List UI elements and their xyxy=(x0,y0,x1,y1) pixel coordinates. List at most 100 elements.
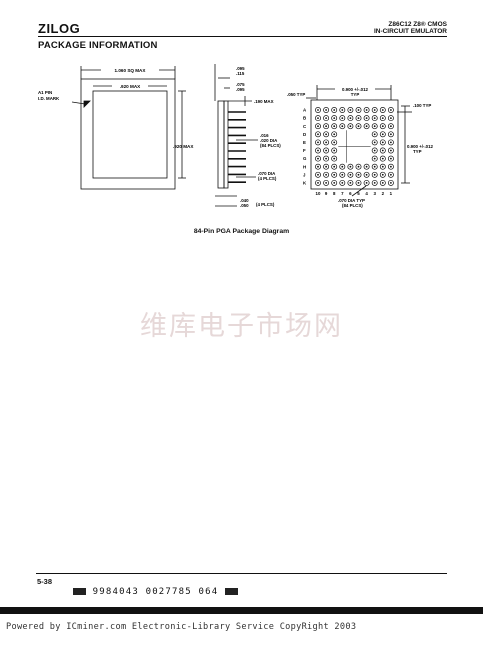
pin xyxy=(379,131,386,138)
row-label: D xyxy=(303,132,306,137)
side-view xyxy=(214,64,258,207)
pin xyxy=(323,163,330,170)
pin xyxy=(347,179,354,186)
pin-center xyxy=(317,117,319,119)
pin xyxy=(371,107,378,113)
pin xyxy=(315,139,321,146)
pin-center xyxy=(325,117,327,119)
bottom-band xyxy=(0,607,483,614)
pin-center xyxy=(325,182,327,184)
package-diagram: 1.060 SQ MAX .920 MAX .920 MAX A1 PIN I.… xyxy=(38,64,434,208)
pin-center xyxy=(390,173,392,176)
pin-center xyxy=(381,117,384,119)
dim-pin3: (84 PLCS) xyxy=(260,143,281,148)
powered-by-text: Powered by ICminer.com Electronic-Librar… xyxy=(6,622,357,632)
watermark-text: 维库电子市场网 xyxy=(140,311,343,342)
row-label: K xyxy=(303,181,307,186)
pin-center xyxy=(349,125,352,128)
pin xyxy=(363,171,370,178)
row-label: E xyxy=(303,140,306,145)
pin xyxy=(339,171,346,178)
pin xyxy=(315,179,321,186)
dim-side-label: .920 MAX xyxy=(173,144,194,149)
pin xyxy=(371,115,378,122)
pin-center xyxy=(325,125,327,128)
pin xyxy=(323,115,330,122)
outer-body xyxy=(80,78,176,190)
pin-center xyxy=(325,141,327,144)
pin xyxy=(387,163,394,170)
pin-center xyxy=(390,133,392,136)
pin xyxy=(371,147,378,154)
pin-center xyxy=(333,117,336,119)
dim-top1: .095 xyxy=(236,66,245,71)
pin-grid xyxy=(315,107,394,186)
pin xyxy=(387,123,394,130)
dim-top2: .115 xyxy=(236,71,245,76)
dim-bv-right-typ: TYP xyxy=(413,149,422,154)
bottom-body xyxy=(310,99,399,190)
dim-t1: .075 xyxy=(236,82,245,87)
row-label: C xyxy=(303,124,307,129)
page-number: 5-38 xyxy=(37,577,53,586)
barcode-right-block-icon xyxy=(225,588,239,595)
pin xyxy=(315,107,321,113)
dim-stand2: (4 PLCS) xyxy=(258,176,277,181)
dim-bv-bottom2: (84 PLCS) xyxy=(342,203,363,208)
pin xyxy=(355,107,362,113)
pin xyxy=(379,155,386,162)
pin-center xyxy=(349,165,352,168)
pin xyxy=(387,115,394,122)
pin-center xyxy=(333,182,336,184)
pin-center xyxy=(373,182,376,184)
pin-center xyxy=(341,117,344,119)
pin xyxy=(355,171,362,178)
pin xyxy=(363,163,370,170)
pin-center xyxy=(325,133,327,136)
pin-center xyxy=(390,157,392,160)
pin xyxy=(339,107,346,113)
zilog-logo: ZILOG xyxy=(38,21,81,36)
pin xyxy=(379,179,386,186)
pin xyxy=(347,123,354,130)
pin xyxy=(315,155,321,162)
pin xyxy=(363,123,370,130)
pin-center xyxy=(317,133,319,136)
pin-center xyxy=(349,182,352,184)
pin xyxy=(323,147,330,154)
pin-center xyxy=(341,182,344,184)
row-label: H xyxy=(303,164,306,169)
pin-center xyxy=(341,165,344,168)
pin xyxy=(387,147,394,154)
pin xyxy=(363,107,370,113)
pin-center xyxy=(333,149,336,152)
dim-bv-left: .050 TYP xyxy=(287,92,305,97)
pin xyxy=(339,115,346,122)
pin xyxy=(323,131,330,138)
pin-center xyxy=(333,125,336,128)
row-label: B xyxy=(303,116,306,121)
pin-center xyxy=(373,165,376,168)
col-label: 4 xyxy=(365,191,368,196)
pin-center xyxy=(381,149,384,152)
pin-center xyxy=(390,182,392,184)
pin-center xyxy=(341,125,344,128)
pin-center xyxy=(373,133,376,136)
pin xyxy=(387,179,394,186)
dim-bot2: .050 xyxy=(240,203,249,208)
header-rule xyxy=(38,36,447,37)
pin xyxy=(379,115,386,122)
dim-outer-label: 1.060 SQ MAX xyxy=(115,68,147,73)
side-pins xyxy=(228,111,246,183)
pin-center xyxy=(390,109,392,111)
pin-center xyxy=(373,149,376,152)
section-title: PACKAGE INFORMATION xyxy=(38,40,158,51)
pin xyxy=(339,179,346,186)
pin-center xyxy=(390,149,392,152)
top-view xyxy=(71,66,186,190)
pin-center xyxy=(373,125,376,128)
figure-caption: 84-Pin PGA Package Diagram xyxy=(193,228,290,235)
pin-center xyxy=(381,109,384,111)
pin-center xyxy=(325,165,327,168)
